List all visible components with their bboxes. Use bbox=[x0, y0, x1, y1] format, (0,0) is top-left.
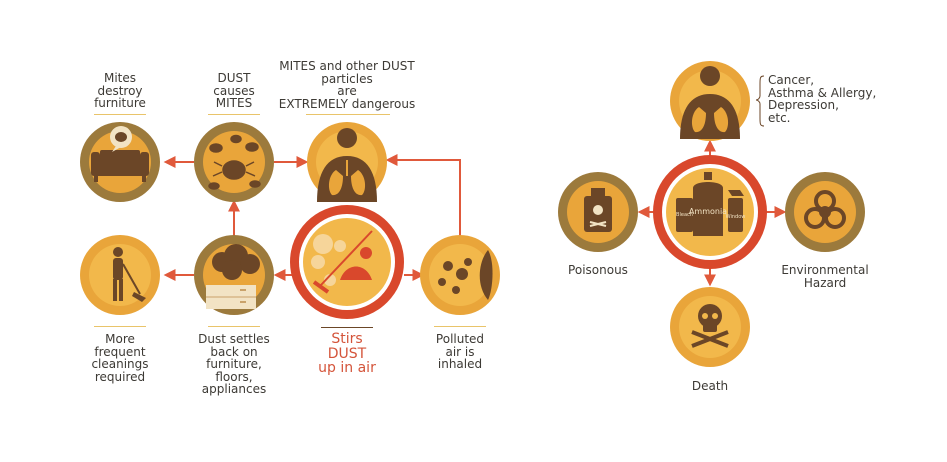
label-poisonous: Poisonous bbox=[568, 263, 628, 277]
label-dust-causes: DUST causes MITES bbox=[213, 71, 255, 110]
node-poisonous bbox=[558, 172, 638, 252]
node-death bbox=[670, 287, 750, 367]
label-extremely-dangerous: MITES and other DUST particles are EXTRE… bbox=[278, 59, 416, 111]
divider-stirs-dust bbox=[321, 327, 373, 328]
node-furniture bbox=[80, 122, 160, 202]
divider-more-cleanings bbox=[94, 326, 146, 327]
ammonia-label: Ammonia bbox=[689, 207, 727, 216]
node-body-lungs bbox=[670, 61, 750, 141]
label-environmental-hazard: Environmental Hazard bbox=[781, 263, 869, 290]
label-stirs-dust: Stirs DUST up in air bbox=[318, 331, 376, 376]
window-label: Window bbox=[726, 214, 746, 220]
biohazard-icon bbox=[804, 190, 846, 229]
disease-list-bracket bbox=[755, 75, 765, 127]
node-cleaning-products bbox=[653, 155, 767, 269]
node-dust-settles bbox=[194, 235, 274, 315]
germs-icon bbox=[438, 258, 472, 294]
node-environmental-hazard bbox=[785, 172, 865, 252]
node-cleanings bbox=[80, 235, 160, 315]
window-spray-icon bbox=[728, 190, 744, 232]
label-polluted-air: Polluted air is inhaled bbox=[435, 332, 485, 371]
label-dust-settles: Dust settles back on furniture, floors, … bbox=[198, 332, 270, 396]
divider-polluted-air bbox=[434, 326, 486, 327]
node-dust-mites bbox=[194, 122, 274, 202]
bleach-bottle-icon bbox=[676, 198, 693, 232]
arrows-right-hub bbox=[637, 139, 787, 287]
divider-dust-settles bbox=[208, 326, 260, 327]
node-lungs-danger bbox=[307, 122, 387, 202]
arrows-left-cycle bbox=[163, 154, 461, 281]
divider-mites-destroy bbox=[94, 114, 146, 115]
label-mites-destroy: Mites destroy furniture bbox=[94, 71, 146, 110]
label-death: Death bbox=[691, 379, 729, 393]
human-lungs-icon-2 bbox=[680, 66, 740, 139]
arrow-polluted-to-danger bbox=[385, 154, 461, 238]
dust-cloud-icon bbox=[212, 244, 260, 280]
divider-extremely-dangerous bbox=[306, 114, 390, 115]
node-polluted-air bbox=[420, 235, 500, 315]
ammonia-jug-icon bbox=[693, 172, 723, 236]
poison-bottle-icon bbox=[584, 188, 612, 232]
dust-particles-icon bbox=[311, 234, 346, 286]
label-diseases: Cancer, Asthma & Allergy, Depression, et… bbox=[768, 73, 877, 125]
vacuum-cleaner-icon bbox=[312, 230, 373, 294]
bleach-label: Bleach bbox=[676, 212, 693, 218]
label-more-cleanings: More frequent cleanings required bbox=[91, 332, 149, 384]
mites-icon bbox=[208, 134, 261, 190]
human-lungs-icon bbox=[317, 128, 377, 202]
sofa-icon bbox=[91, 150, 149, 182]
mite-bubble-icon bbox=[110, 126, 132, 152]
face-silhouette-icon bbox=[479, 250, 493, 300]
divider-dust-causes bbox=[208, 114, 260, 115]
skull-crossbones-icon bbox=[691, 304, 729, 348]
cabinet-icon bbox=[206, 285, 256, 309]
node-stirs-dust bbox=[290, 205, 404, 319]
person-broom-icon bbox=[113, 247, 146, 302]
